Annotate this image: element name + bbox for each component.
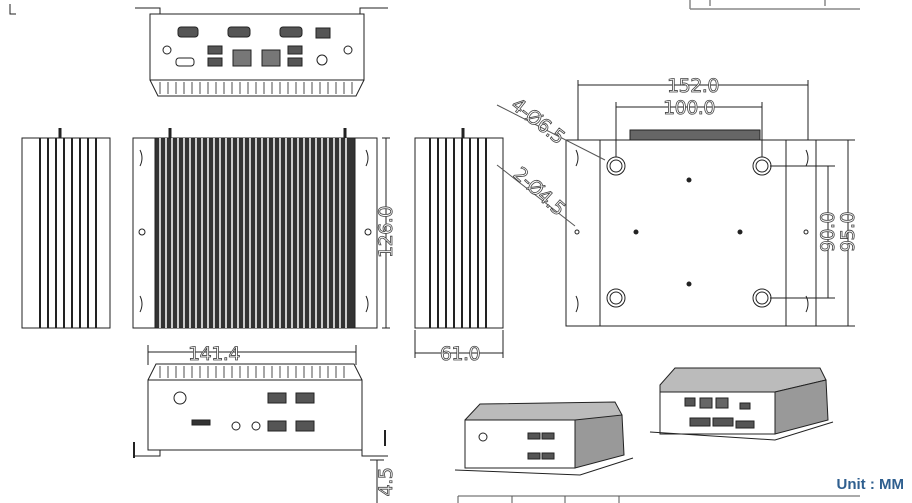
dim-hole-spacing-x: 100.0 <box>663 97 715 119</box>
title-block-bottom <box>457 495 860 503</box>
dim-depth: 61.0 <box>440 343 480 365</box>
isometric-front-view <box>454 401 634 476</box>
dim-side-length: 126.0 <box>375 206 397 258</box>
label-small-holes: 2-Ø4.5 <box>509 163 569 220</box>
label-mount-holes: 4-Ø6.5 <box>507 94 569 149</box>
title-block-top <box>689 0 860 10</box>
corner-mark <box>9 4 16 15</box>
top-view <box>132 128 390 329</box>
dim-hole-spacing-y: 90.0 <box>817 212 839 252</box>
dim-front-width: 141.4 <box>188 343 240 365</box>
isometric-rear-view <box>649 367 834 441</box>
unit-label: Unit : MM <box>836 476 904 493</box>
dim-bracket-height: 4.5 <box>375 468 397 497</box>
dim-height-total: 95.0 <box>837 212 859 252</box>
right-side-view <box>414 128 504 358</box>
front-panel-view <box>133 345 388 503</box>
left-side-view <box>21 128 111 329</box>
dim-width-total: 152.0 <box>667 75 719 97</box>
rear-panel-view <box>135 7 388 97</box>
bottom-view <box>496 80 855 327</box>
